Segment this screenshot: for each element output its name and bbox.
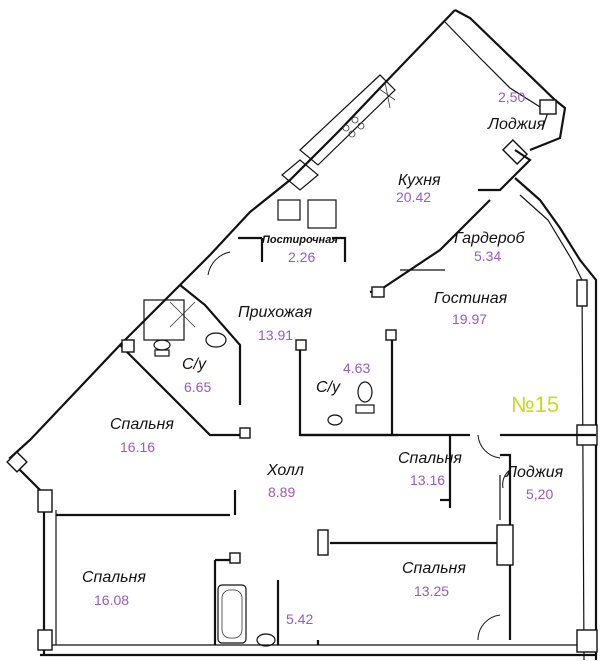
- wardrobe-name: Гардероб: [454, 230, 526, 247]
- bedroom-bottom-left-name: Спальня: [82, 569, 146, 586]
- loggia-right-area: 5,20: [526, 486, 553, 502]
- hall-name: Холл: [266, 462, 304, 479]
- bedroom-left-name: Спальня: [110, 416, 174, 433]
- shower-icon: [377, 81, 396, 109]
- hallway-area: 13.91: [258, 327, 293, 343]
- laundry-area: 2.26: [288, 249, 315, 265]
- bath-bottom-area: 5.42: [286, 611, 313, 627]
- interior-walls: [56, 149, 596, 645]
- kitchen-name: Кухня: [398, 172, 441, 189]
- loggia-top-area: 2,50: [498, 89, 525, 105]
- bedroom-bottom-right-name: Спальня: [402, 560, 466, 577]
- room-labels: Лоджия 2,50 Кухня 20.42 Постирочная 2.26…: [82, 89, 564, 627]
- laundry-name: Постирочная: [262, 234, 338, 246]
- bedroom-bottom-right-area: 13.25: [414, 583, 449, 599]
- bath-left-area: 6.65: [184, 379, 211, 395]
- outer-walls: [8, 9, 598, 661]
- kitchen-area: 20.42: [396, 189, 431, 205]
- door-swing-icon: [207, 251, 511, 641]
- bedroom-right-top-name: Спальня: [398, 450, 462, 467]
- kitchen-counter: [277, 74, 396, 229]
- loggia-right-name: Лоджия: [505, 464, 564, 481]
- bathtub-icon: [217, 584, 247, 644]
- bedroom-left-area: 16.16: [120, 439, 155, 455]
- hallway-name: Прихожая: [238, 304, 313, 321]
- apartment-number: №15: [511, 392, 559, 417]
- bedroom-bottom-left-area: 16.08: [94, 592, 129, 608]
- toilet-icon: [153, 339, 375, 414]
- living-name: Гостиная: [434, 290, 508, 307]
- living-area: 19.97: [452, 311, 487, 327]
- bath-center-area: 4.63: [343, 360, 370, 376]
- bedroom-right-top-area: 13.16: [410, 472, 445, 488]
- window-icon: [6, 99, 598, 653]
- hall-area: 8.89: [268, 484, 295, 500]
- sink-icon: [143, 299, 343, 647]
- bath-center-name: С/у: [316, 379, 341, 396]
- bath-left-name: С/у: [182, 356, 207, 373]
- wardrobe-area: 5.34: [474, 248, 501, 264]
- loggia-top-name: Лоджия: [487, 116, 546, 133]
- stove-icon: [342, 116, 365, 138]
